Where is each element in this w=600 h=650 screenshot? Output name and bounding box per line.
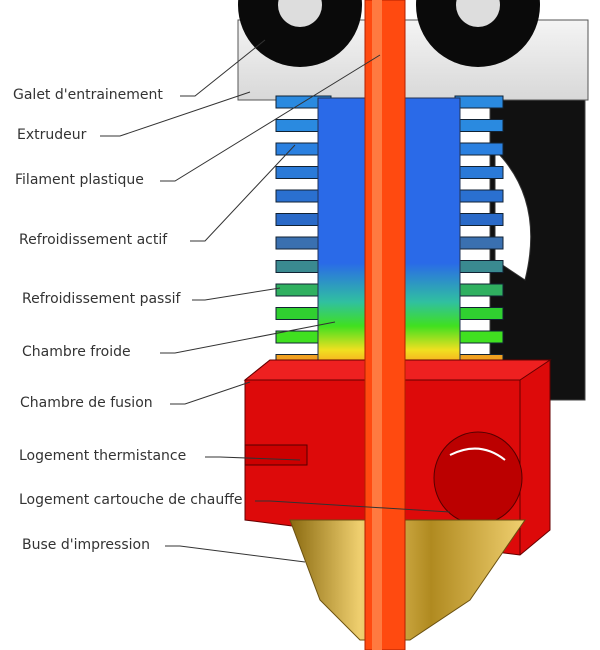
heatsink-fin <box>454 95 504 109</box>
label-drive-wheel: Galet d'entrainement <box>13 87 163 103</box>
nozzle <box>289 519 526 641</box>
heatsink-fin <box>454 283 504 297</box>
label-thermistor: Logement thermistance <box>19 448 187 464</box>
heatsink-fins <box>275 95 504 367</box>
heatsink-fin <box>454 330 504 344</box>
heatsink-fin <box>454 213 504 226</box>
heatsink-fin <box>454 236 504 250</box>
label-extruder: Extrudeur <box>17 127 87 143</box>
thermistor-slot <box>244 444 308 466</box>
leader-lines <box>100 39 451 563</box>
label-active-cooling: Refroidissement actif <box>19 232 168 248</box>
label-nozzle: Buse d'impression <box>22 537 150 553</box>
label-heater-cartridge: Logement cartouche de chauffe <box>19 492 243 508</box>
heatsink-fin <box>454 307 504 320</box>
heatsink-fin <box>454 142 504 156</box>
filament <box>364 0 406 650</box>
heatsink-fin <box>454 119 504 132</box>
label-filament: Filament plastique <box>15 172 144 188</box>
heatsink-fin <box>454 166 504 179</box>
label-melt-chamber: Chambre de fusion <box>20 395 153 411</box>
cartridge-hole <box>433 431 523 525</box>
heatsink-fin <box>454 189 504 203</box>
label-passive-cooling: Refroidissement passif <box>22 291 181 307</box>
drive-wheel-left <box>238 0 362 67</box>
heatsink-fin <box>454 260 504 273</box>
label-cold-chamber: Chambre froide <box>22 344 131 360</box>
drive-wheel-right <box>416 0 540 67</box>
